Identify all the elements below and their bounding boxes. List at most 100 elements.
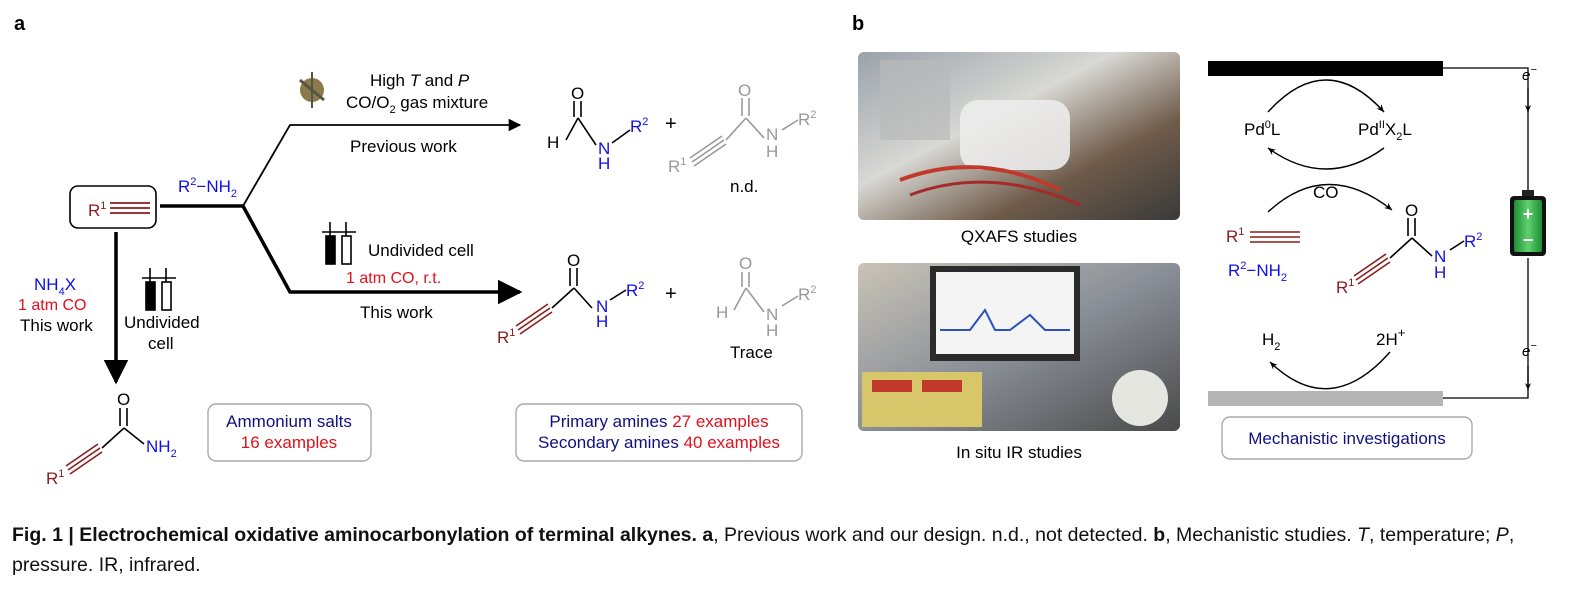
caption-p-symbol: P	[1495, 524, 1509, 546]
amines-box-line1: Primary amines 27 examples	[549, 412, 768, 431]
electron-top: e−	[1522, 64, 1537, 84]
qxafs-photo	[858, 52, 1180, 220]
hydrogen-arrow	[1269, 351, 1391, 390]
cathode-electrode	[1208, 391, 1443, 406]
svg-text:R1: R1	[668, 156, 686, 176]
caption-b-text: , Mechanistic studies.	[1165, 524, 1358, 546]
svg-text:R1: R1	[497, 327, 515, 347]
caption-a-text: , Previous work and our design. n.d., no…	[713, 524, 1154, 546]
svg-text:O: O	[117, 390, 130, 409]
svg-text:N: N	[766, 305, 778, 324]
nh4x-label: NH4X	[34, 275, 76, 298]
svg-text:H: H	[547, 133, 559, 152]
svg-text:H: H	[766, 142, 778, 161]
primary-propiolamide	[65, 408, 145, 475]
caption-t-text: , temperature;	[1368, 524, 1496, 546]
pd2-label: PdIIX2L	[1358, 119, 1412, 143]
cycle-arrow-top	[1267, 79, 1385, 113]
amines-box-line2: Secondary amines 40 examples	[538, 433, 780, 452]
trace-label: Trace	[730, 343, 773, 362]
left-undivided: Undivided	[124, 313, 200, 332]
svg-text:H: H	[716, 303, 728, 322]
in-situ-ir-label: In situ IR studies	[956, 443, 1082, 462]
alkyne-triple-bond-icon	[110, 202, 150, 214]
qxafs-label: QXAFS studies	[961, 227, 1077, 246]
propiolamide-product	[515, 268, 627, 335]
cycle-product	[1353, 218, 1465, 285]
mechanism-box	[1221, 416, 1473, 460]
caption-fig-number: Fig. 1 |	[12, 524, 80, 546]
alkyne-box	[69, 185, 157, 229]
co-label: CO	[1313, 183, 1339, 202]
caption-p-text: , pressure. IR, infrared.	[12, 524, 1515, 576]
panel-label-b: b	[852, 13, 864, 35]
plus-middle: +	[665, 283, 677, 305]
ammonium-box-line1: Ammonium salts	[226, 412, 352, 431]
svg-text:O: O	[1405, 201, 1418, 220]
electron-bottom: e−	[1522, 340, 1537, 360]
left-this-work: This work	[20, 316, 93, 335]
svg-text:R2: R2	[630, 116, 648, 136]
svg-text:N: N	[766, 125, 778, 144]
mechanism-box-label: Mechanistic investigations	[1248, 429, 1445, 448]
alkyne-r1-label: R1	[88, 200, 106, 220]
panel-label-a: a	[14, 13, 26, 35]
top-conditions-line1: High T and P	[370, 71, 470, 90]
amines-box	[515, 403, 803, 462]
svg-text:R2: R2	[798, 109, 816, 129]
svg-text:H: H	[766, 321, 778, 340]
undivided-cell-label: Undivided cell	[368, 241, 474, 260]
svg-text:R2: R2	[1464, 231, 1482, 251]
anode-electrode	[1208, 61, 1443, 76]
this-work-label: This work	[360, 303, 433, 322]
pd0-label: Pd0L	[1244, 119, 1280, 139]
svg-text:R1: R1	[1336, 277, 1354, 297]
arrow-previous-work	[242, 118, 522, 207]
svg-text:−: −	[1523, 230, 1534, 250]
plus-top: +	[665, 113, 677, 135]
svg-text:N: N	[598, 139, 610, 158]
svg-text:NH2: NH2	[146, 437, 177, 460]
cycle-amine: R2−NH2	[1228, 260, 1287, 284]
left-cell: cell	[148, 334, 174, 353]
middle-conditions: 1 atm CO, r.t.	[346, 270, 441, 287]
svg-text:O: O	[571, 84, 584, 103]
ammonium-box	[207, 403, 372, 462]
in-situ-ir-photo	[858, 263, 1180, 431]
svg-text:R2: R2	[626, 280, 644, 300]
svg-text:N: N	[596, 297, 608, 316]
propiolamide-gray	[689, 98, 799, 167]
battery-icon: + −	[1510, 190, 1546, 256]
arrow-this-work	[241, 205, 523, 305]
svg-text:O: O	[739, 254, 752, 273]
undivided-cell-icon	[322, 222, 356, 265]
svg-text:H: H	[596, 312, 608, 331]
not-detected-label: n.d.	[730, 177, 758, 196]
protons-label: 2H+	[1376, 325, 1405, 349]
top-conditions-line2: CO/O2 gas mixture	[346, 93, 488, 116]
formamide-product	[565, 101, 631, 146]
wire-top	[1443, 67, 1529, 194]
caption-a-label: a	[702, 524, 714, 546]
wire-bottom	[1443, 258, 1529, 399]
svg-text:+: +	[1523, 204, 1534, 224]
cycle-arrow-bottom	[1267, 147, 1385, 170]
svg-text:O: O	[567, 251, 580, 270]
svg-text:N: N	[1434, 247, 1446, 266]
caption-b-label: b	[1153, 524, 1166, 546]
undivided-cell-icon-left	[142, 268, 176, 311]
svg-text:R2: R2	[798, 284, 816, 304]
h2-label: H2	[1262, 330, 1280, 353]
previous-work-label: Previous work	[350, 137, 457, 156]
svg-text:H: H	[1434, 263, 1446, 282]
formamide-gray	[733, 272, 799, 313]
caption-title: Electrochemical oxidative aminocarbonyla…	[79, 524, 703, 546]
ammonium-box-line2: 16 examples	[241, 433, 337, 452]
figure-1-graphic: a b R1 R2−NH2 High T and P CO/O2 gas mix…	[14, 13, 1546, 488]
gas-cylinder-icon	[299, 72, 325, 108]
svg-text:O: O	[738, 81, 751, 100]
figure-caption: Fig. 1 | Electrochemical oxidative amino…	[12, 520, 1572, 580]
amine-reagent: R2−NH2	[178, 176, 237, 200]
cycle-r1: R1	[1226, 226, 1244, 246]
